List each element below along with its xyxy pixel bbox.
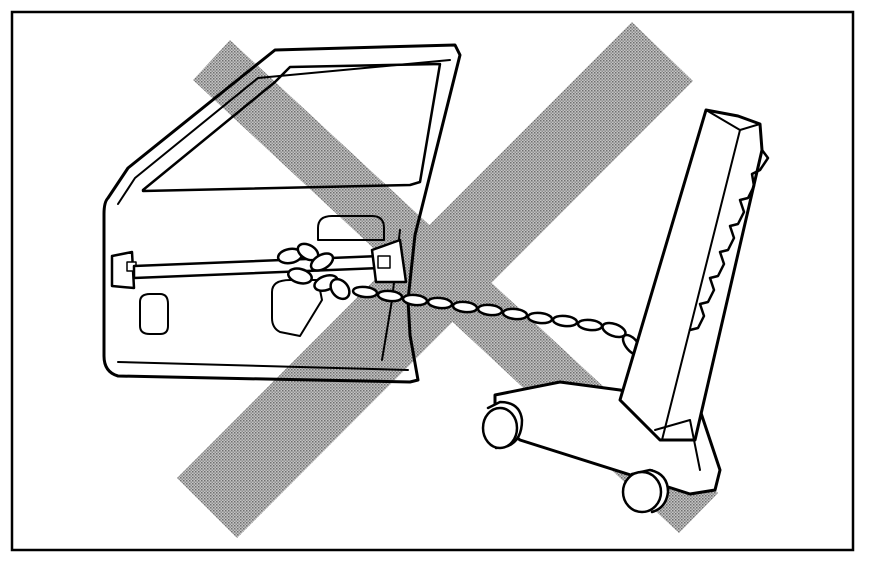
chain-link — [376, 289, 404, 303]
bar-left-clamp — [110, 250, 136, 290]
chain-link — [551, 314, 579, 328]
front-caster-wheel — [481, 406, 519, 450]
chain-link — [309, 252, 335, 272]
bar-right-bolt — [377, 255, 391, 269]
chain-link — [501, 307, 529, 321]
window-opening — [141, 62, 442, 193]
chain-link — [351, 285, 379, 299]
door-inner-edge — [117, 59, 451, 205]
rear-caster-wheel — [621, 470, 663, 514]
tower-brace — [654, 419, 701, 471]
handle-recess — [317, 215, 385, 241]
chain-link — [476, 303, 504, 317]
door-outline — [102, 43, 462, 384]
door-pocket — [271, 279, 323, 337]
tower-column — [618, 108, 764, 442]
chain-link — [329, 277, 351, 301]
chain-link — [287, 267, 313, 285]
tower-teeth — [688, 148, 770, 332]
pull-bar — [110, 238, 408, 290]
chain-link — [426, 296, 454, 310]
door-sill-line — [117, 361, 409, 371]
tower-top-edge — [739, 123, 761, 131]
cross-bar-ascending — [177, 22, 693, 538]
door-vent — [139, 293, 169, 335]
straightener — [481, 108, 770, 514]
